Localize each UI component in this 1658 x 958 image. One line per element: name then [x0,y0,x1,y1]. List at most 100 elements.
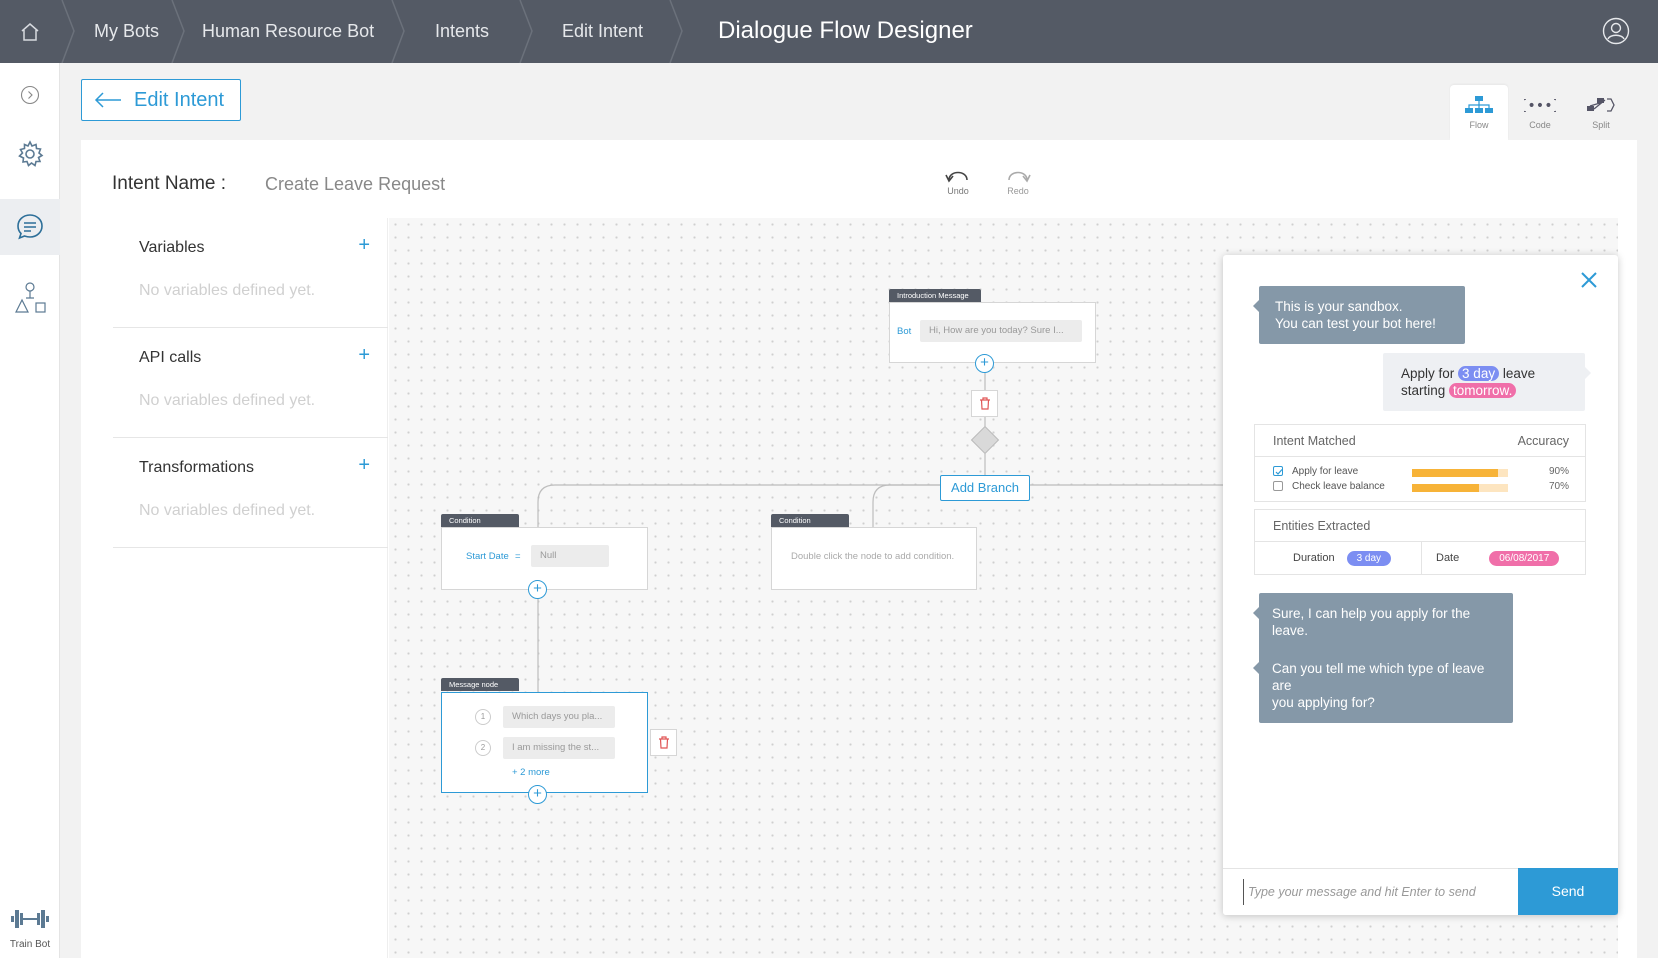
checkbox-checked-icon[interactable] [1273,466,1283,476]
user-msg-line2: starting [1401,383,1446,398]
entity-duration-name: Duration [1293,552,1335,564]
intent-row[interactable]: Apply for leave 90% [1255,465,1585,480]
breadcrumb-edit-intent[interactable]: Edit Intent [562,21,644,41]
user-profile-button[interactable] [1602,17,1630,45]
chevron-right-circle-icon [20,85,40,105]
sandbox-input-area [1223,868,1518,915]
user-msg-mid: leave [1502,366,1536,381]
tab-split[interactable]: Split [1572,85,1630,140]
condition-2-tag: Condition [771,514,849,527]
user-message-bubble: Apply for 3 day leave starting tomorrow. [1383,353,1591,411]
rail-train-bot-button[interactable] [0,901,60,937]
variables-title: Variables [139,239,205,256]
edit-intent-back-button[interactable]: Edit Intent [81,79,241,121]
code-icon: {•••} [1524,98,1556,114]
intent-accuracy-fill [1412,484,1480,492]
tab-code-label: Code [1529,120,1551,130]
intro-speaker: Bot [897,326,912,337]
entity-date-name: Date [1436,552,1460,564]
send-button[interactable]: Send [1518,868,1618,915]
intent-accuracy-fill [1412,469,1499,477]
dumbbell-icon [11,910,49,928]
add-branch-button[interactable]: Add Branch [940,475,1030,501]
intent-name-input[interactable]: Create Leave Request [265,174,446,194]
flow-icon [1465,96,1493,113]
top-bar: My Bots Human Resource Bot Intents Edit … [0,0,1658,63]
sandbox-intro-line-2: You can test your bot here! [1275,316,1436,331]
entities-header: Entities Extracted [1255,510,1585,542]
entity-duration-value: 3 day [1346,550,1392,566]
rail-expand-button[interactable] [0,75,60,115]
checkbox-unchecked-icon[interactable] [1273,481,1283,491]
intent-matched-header: Intent Matched Accuracy [1255,425,1585,457]
sandbox-intro-line-1: This is your sandbox. [1275,299,1403,314]
condition-1-add-button[interactable]: + [528,580,547,599]
undo-label: Undo [947,186,969,196]
add-api-call-button[interactable]: + [358,344,370,366]
sandbox-close-button[interactable] [1578,269,1600,291]
message-item-2[interactable]: I am missing the st... [503,737,615,759]
api-calls-title: API calls [139,349,202,366]
intent-row-name: Apply for leave [1292,466,1359,477]
undo-button[interactable]: Undo [938,164,978,196]
intent-row[interactable]: Check leave balance 70% [1255,480,1585,495]
intro-message-text[interactable]: Hi, How are you today? Sure I... [920,320,1082,342]
rail-dialogue-button[interactable] [0,199,60,255]
home-icon [21,22,39,41]
entity-date: Date 06/08/2017 [1436,542,1560,575]
breadcrumb-my-bots[interactable]: My Bots [94,21,160,41]
delete-node-button[interactable] [971,390,998,417]
sandbox-panel: This is your sandbox. You can test your … [1223,255,1618,915]
breadcrumb-intents[interactable]: Intents [435,21,490,41]
bot-reply-2-line-2: you applying for? [1272,695,1375,710]
transformations-title: Transformations [139,459,254,476]
intent-row-name: Check leave balance [1292,481,1385,492]
add-variable-button[interactable]: + [358,234,370,256]
breadcrumb-separator [519,0,533,63]
left-rail: Train Bot [0,63,60,958]
breadcrumb-human-resource-bot[interactable]: Human Resource Bot [202,21,375,41]
breadcrumb-separator [171,0,185,63]
condition-1-value[interactable]: Null [531,545,609,567]
entities-row: Duration 3 day Date 06/08/2017 [1255,542,1585,575]
condition-1-field: Start Date [466,551,509,562]
rail-entities-button[interactable] [0,273,60,323]
sandbox-intro-bubble: This is your sandbox. You can test your … [1253,286,1465,344]
variables-section: Variables + No variables defined yet. [113,218,388,328]
svg-text:{•••}: {•••} [1524,98,1556,114]
user-icon [1602,17,1630,45]
intent-matched-title: Intent Matched [1273,434,1356,448]
page-title: Dialogue Flow Designer [718,17,973,44]
accuracy-label: Accuracy [1517,434,1569,448]
message-item-1[interactable]: Which days you pla... [503,706,615,728]
tab-flow[interactable]: Flow [1450,85,1508,140]
api-calls-empty-text: No variables defined yet. [139,392,316,409]
message-more-link[interactable]: + 2 more [512,767,550,778]
split-icon [1587,98,1615,112]
intent-name-label: Intent Name : [112,173,227,194]
message-node-tag: Message node [441,678,519,691]
add-node-button[interactable]: + [975,354,994,373]
transformations-empty-text: No variables defined yet. [139,502,316,519]
home-button[interactable] [0,0,60,63]
entities-title: Entities Extracted [1273,519,1371,533]
condition-node-2[interactable] [771,527,977,590]
user-msg-pre: Apply for [1401,366,1455,381]
arrow-left-icon [94,92,121,108]
trash-icon [979,397,990,410]
resources-panel: Variables + No variables defined yet. AP… [113,218,388,958]
condition-2-hint: Double click the node to add condition. [791,551,955,562]
bot-reply-bubble-1: Sure, I can help you apply for the leave… [1253,593,1513,651]
sandbox-message-input[interactable] [1243,879,1503,905]
message-node-delete-button[interactable] [650,729,677,756]
redo-button[interactable]: Redo [998,164,1038,196]
rail-settings-button[interactable] [0,129,60,179]
chat-bubble-icon [17,214,43,240]
entity-date-value: 06/08/2017 [1489,550,1560,566]
intent-accuracy-pct: 90% [1548,466,1569,477]
tab-code[interactable]: {•••} Code [1511,85,1569,140]
breadcrumb-separator [61,0,75,63]
message-node-add-button[interactable]: + [528,785,547,804]
api-calls-section: API calls + No variables defined yet. [113,328,388,438]
add-transformation-button[interactable]: + [358,454,370,476]
